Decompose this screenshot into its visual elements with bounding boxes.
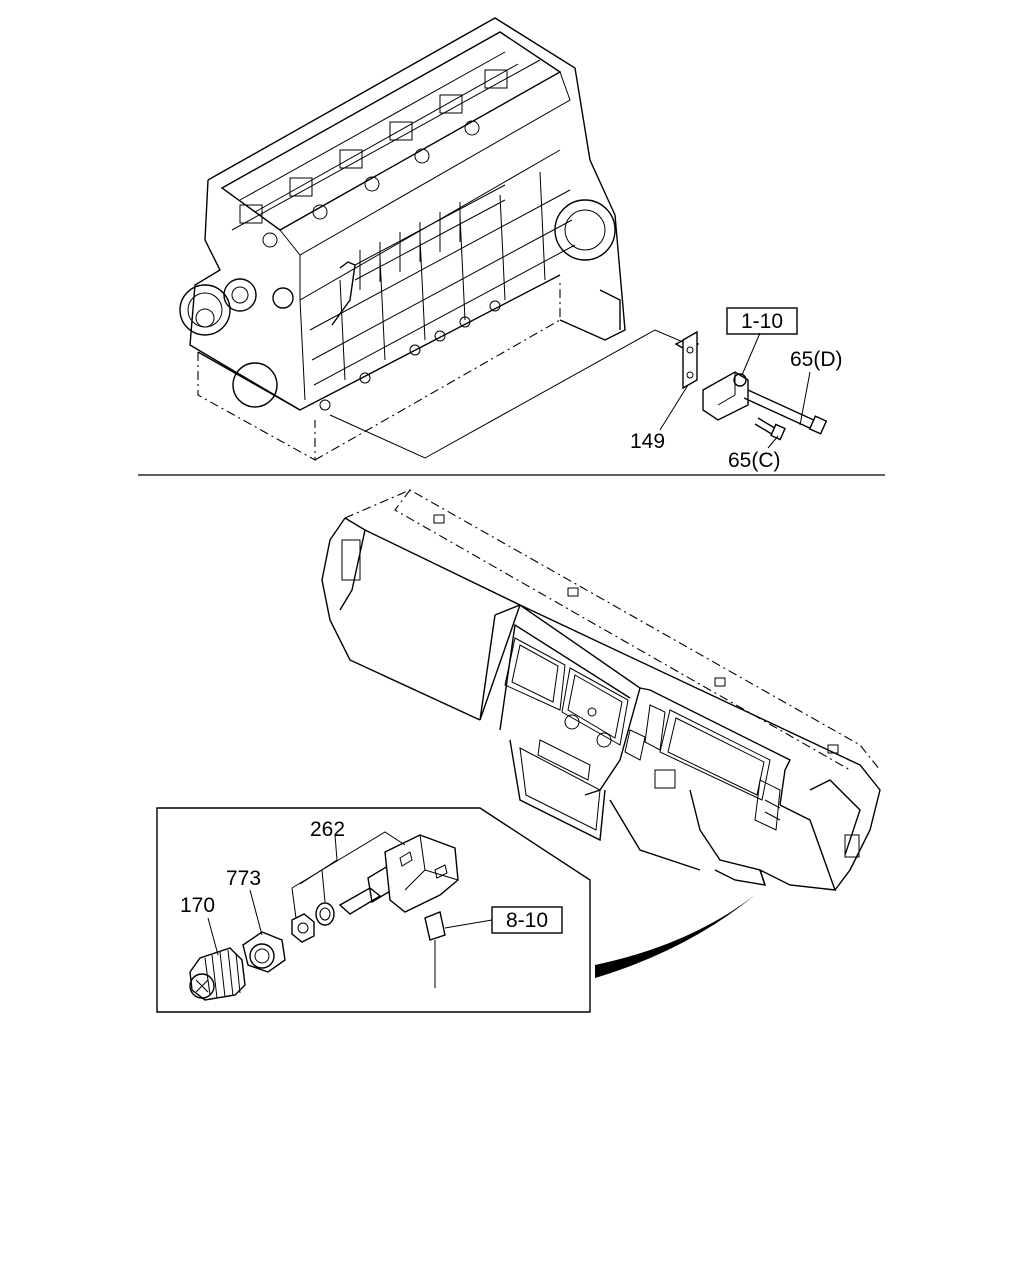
callout-box-1-10 bbox=[726, 307, 798, 335]
callout-149: 149 bbox=[630, 430, 665, 453]
detail-pointer bbox=[595, 895, 755, 978]
callout-1-10: 1-10 bbox=[741, 310, 783, 333]
callout-65-d: 65(D) bbox=[790, 348, 843, 371]
callout-170: 170 bbox=[180, 894, 215, 917]
engine-block-illustration bbox=[179, 17, 626, 461]
callout-8-10: 8-10 bbox=[506, 909, 548, 932]
callout-773: 773 bbox=[226, 867, 261, 890]
callout-box-8-10 bbox=[491, 906, 563, 934]
dashboard-illustration bbox=[321, 489, 881, 891]
callout-262: 262 bbox=[310, 818, 345, 841]
switch-exploded-view bbox=[189, 831, 493, 1001]
callout-65-c: 65(C) bbox=[728, 449, 781, 472]
sensor-bracket-assembly bbox=[674, 330, 828, 441]
detail-inset-frame bbox=[156, 807, 591, 1013]
